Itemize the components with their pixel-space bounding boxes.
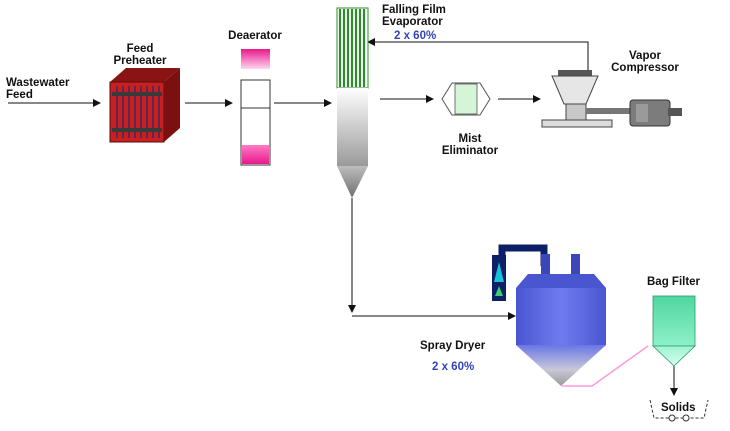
compressor-return-line — [367, 38, 589, 70]
bag-filter-label: Bag Filter — [647, 276, 701, 288]
vapor-compressor — [541, 70, 682, 128]
mist-eliminator — [441, 82, 491, 116]
spray-dryer — [516, 254, 606, 386]
deaerator — [240, 49, 271, 166]
spray-dryer-label: Spray Dryer — [420, 340, 486, 352]
vapor-compressor-label: Vapor Compressor — [611, 50, 679, 74]
dryer-to-bag-filter-line — [562, 345, 649, 387]
wastewater-feed-label: Wastewater Feed — [6, 77, 70, 101]
bag-filter — [652, 295, 696, 367]
falling-film-evaporator — [336, 7, 369, 198]
deaerator-label: Deaerator — [228, 30, 282, 42]
spray-dryer-capacity-label: 2 x 60% — [432, 361, 475, 373]
evaporator-capacity-label: 2 x 60% — [394, 30, 437, 42]
mist-eliminator-label: Mist Eliminator — [441, 133, 499, 157]
solids-label: Solids — [661, 402, 696, 414]
feed-preheater-label: Feed Preheater — [113, 43, 167, 67]
solids-pile — [649, 399, 709, 422]
falling-film-evaporator-label: Falling Film Evaporator — [382, 4, 446, 28]
feed-preheater — [109, 68, 180, 143]
